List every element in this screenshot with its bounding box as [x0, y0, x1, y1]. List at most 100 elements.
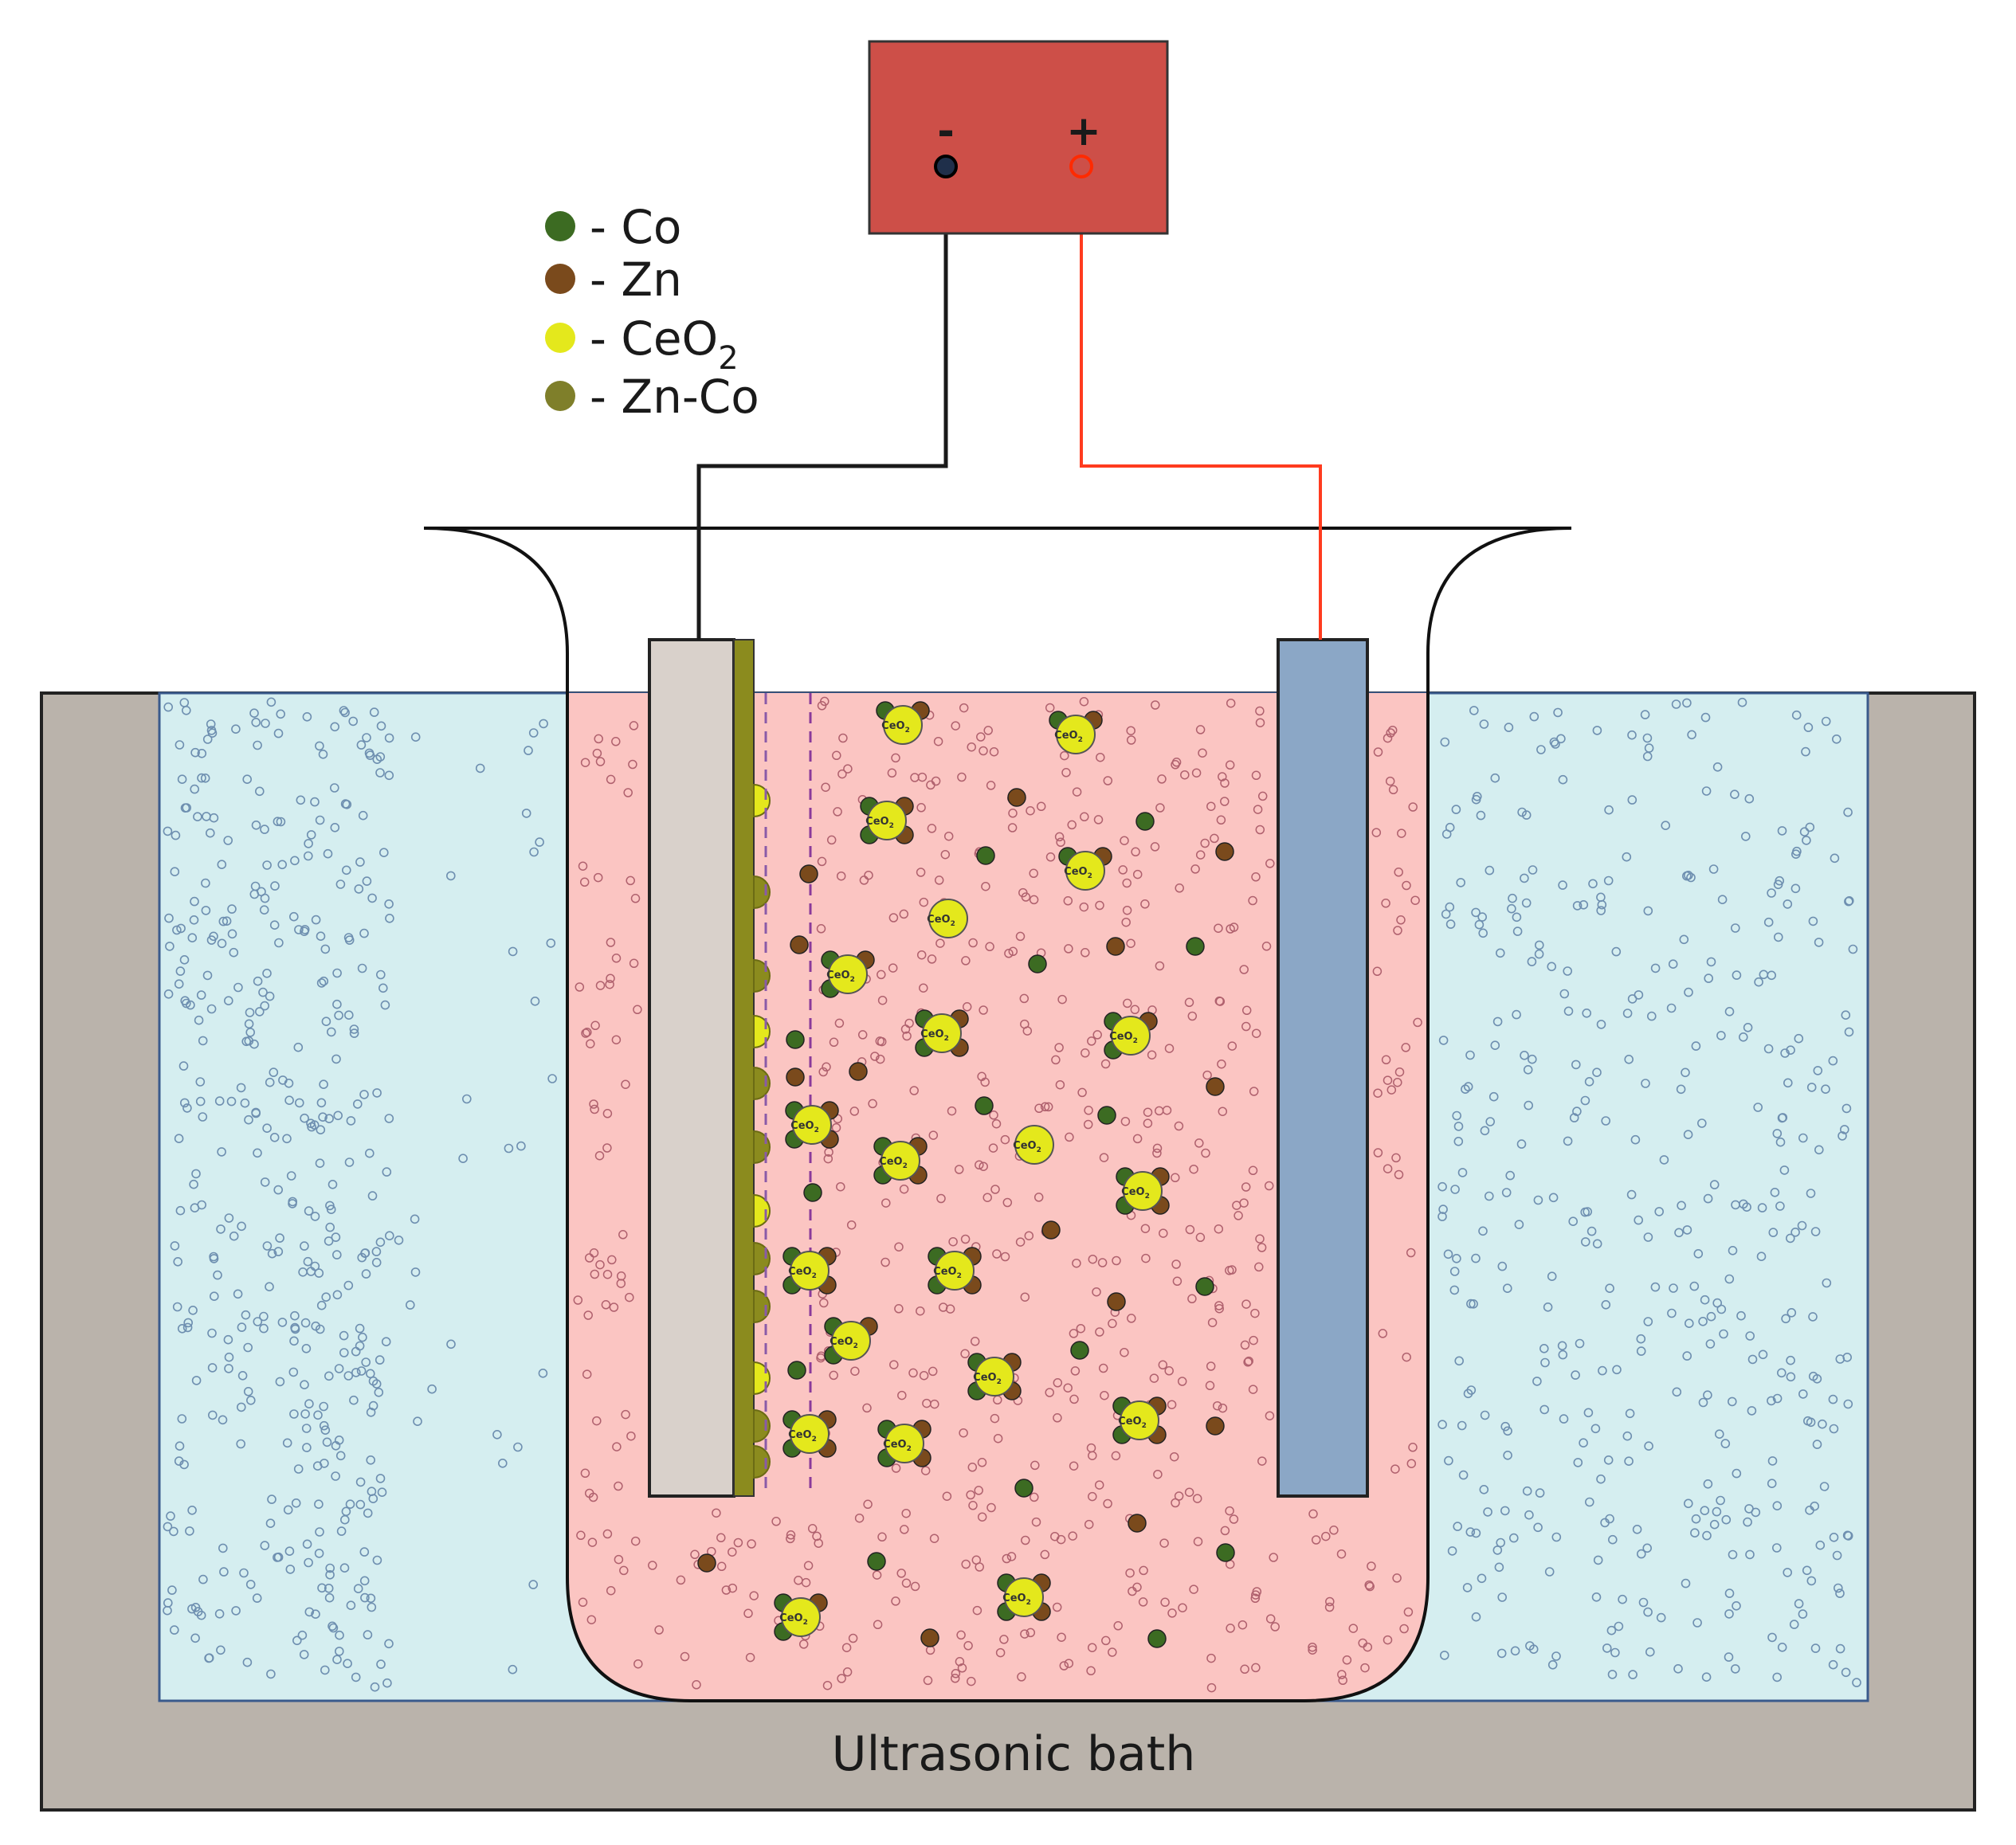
electrolyte-bubble [966, 1490, 975, 1500]
water-bubble [322, 1437, 332, 1447]
electrolyte-bubble [1068, 1531, 1077, 1541]
water-bubble [367, 1487, 377, 1496]
water-bubble [1630, 1134, 1641, 1145]
water-bubble [1580, 1095, 1590, 1106]
water-bubble [1687, 730, 1696, 740]
electrolyte-bubble [612, 1442, 622, 1451]
electrolyte-bubble [798, 1639, 809, 1649]
electrolyte-bubble [1342, 1655, 1352, 1665]
water-bubble [1737, 697, 1747, 707]
electrolyte-bubble [977, 1512, 987, 1522]
electrolyte-bubble [1143, 1118, 1153, 1128]
water-bubble [458, 1154, 468, 1163]
electrolyte-bubble [1367, 1561, 1376, 1571]
water-bubble [1739, 1032, 1748, 1042]
electrolyte-bubble [1125, 1568, 1135, 1578]
water-bubble [529, 847, 539, 857]
electrolyte-bubble [716, 1533, 726, 1543]
water-bubble [265, 1282, 274, 1291]
electrolyte-bubble [1210, 833, 1219, 844]
water-bubble [320, 1425, 331, 1435]
water-bubble [301, 1344, 312, 1353]
water-bubble [1627, 795, 1638, 805]
electrolyte-bubble [1184, 1487, 1194, 1497]
electrolyte-bubble [1069, 1329, 1079, 1338]
water-bubble [316, 1098, 327, 1108]
water-bubble [1772, 1543, 1782, 1553]
water-bubble [325, 1563, 335, 1573]
co-particle [787, 1361, 806, 1380]
electrolyte-bubble [1184, 997, 1194, 1008]
electrolyte-bubble [909, 1086, 919, 1095]
electrolyte-bubble [1250, 1593, 1261, 1604]
water-bubble [1500, 1421, 1510, 1432]
water-bubble [1706, 957, 1716, 967]
water-bubble [330, 823, 340, 832]
electrolyte-bubble [1053, 1378, 1063, 1388]
water-bubble [315, 1158, 325, 1168]
water-bubble [1583, 1408, 1594, 1418]
electrolyte-bubble [589, 1248, 599, 1258]
water-bubble [276, 709, 286, 719]
positive-terminal [1069, 155, 1093, 178]
water-bubble [205, 828, 215, 838]
electrolyte-bubble [625, 1292, 634, 1302]
water-bubble [1572, 1107, 1582, 1116]
water-bubble [1704, 973, 1713, 983]
water-bubble [241, 1310, 251, 1320]
electrolyte-bubble [935, 938, 945, 948]
water-bubble [332, 999, 342, 1009]
water-bubble [1471, 1253, 1481, 1263]
electrolyte-bubble [1229, 1514, 1239, 1524]
ceo2-particle-label: CeO2 [920, 1028, 949, 1043]
electrolyte-bubble [910, 1581, 920, 1592]
water-bubble [1591, 1592, 1602, 1602]
ceo2-cluster: CeO2 [877, 1420, 932, 1467]
electrolyte-bubble [821, 782, 830, 792]
water-bubble [349, 1024, 359, 1034]
electrolyte-bubble [1251, 872, 1261, 882]
water-bubble [413, 1416, 422, 1426]
water-bubble [1715, 1429, 1724, 1439]
water-bubble [1456, 878, 1465, 887]
electrolyte-bubble [919, 983, 928, 993]
ceo2-particle-label: CeO2 [927, 914, 955, 928]
water-bubble [1682, 698, 1692, 708]
water-bubble [1747, 1354, 1758, 1365]
water-bubble [1634, 1215, 1643, 1225]
zn-particle [1128, 1514, 1147, 1533]
electrolyte-bubble [633, 1659, 643, 1669]
water-bubble [1592, 1067, 1602, 1077]
legend-co-label: - Co [590, 200, 681, 254]
coating-layer [733, 639, 755, 1497]
ceo2-particle-label: CeO2 [1013, 1140, 1041, 1154]
ceo2-particle [1056, 715, 1096, 754]
water-bubble [1571, 1060, 1581, 1070]
water-bubble [1547, 1271, 1557, 1281]
electrolyte-bubble [1192, 1494, 1202, 1503]
electrolyte-bubble [1021, 892, 1031, 902]
water-bubble [213, 1270, 222, 1280]
electrolyte-bubble [1080, 812, 1089, 822]
water-bubble [1504, 723, 1514, 732]
electrolyte-bubble [1077, 1087, 1087, 1098]
water-bubble [325, 1570, 335, 1580]
water-bubble [1563, 1006, 1574, 1017]
electrolyte-bubble [1394, 868, 1403, 877]
water-bubble [331, 1250, 342, 1259]
water-bubble [219, 1567, 229, 1577]
water-bubble [201, 878, 210, 888]
electrolyte-bubble [1195, 850, 1206, 860]
water-bubble [1458, 1470, 1469, 1480]
electrolyte-bubble [1084, 1519, 1094, 1530]
electrolyte-bubble [1381, 899, 1390, 908]
water-bubble [360, 1248, 370, 1258]
electrolyte-bubble [1099, 1153, 1109, 1162]
water-bubble [300, 925, 310, 934]
water-bubble [296, 795, 306, 805]
water-bubble [1810, 1227, 1821, 1236]
water-bubble [165, 942, 175, 951]
water-bubble [367, 893, 377, 903]
ceo2-particle [1065, 851, 1105, 891]
water-bubble [546, 938, 556, 948]
